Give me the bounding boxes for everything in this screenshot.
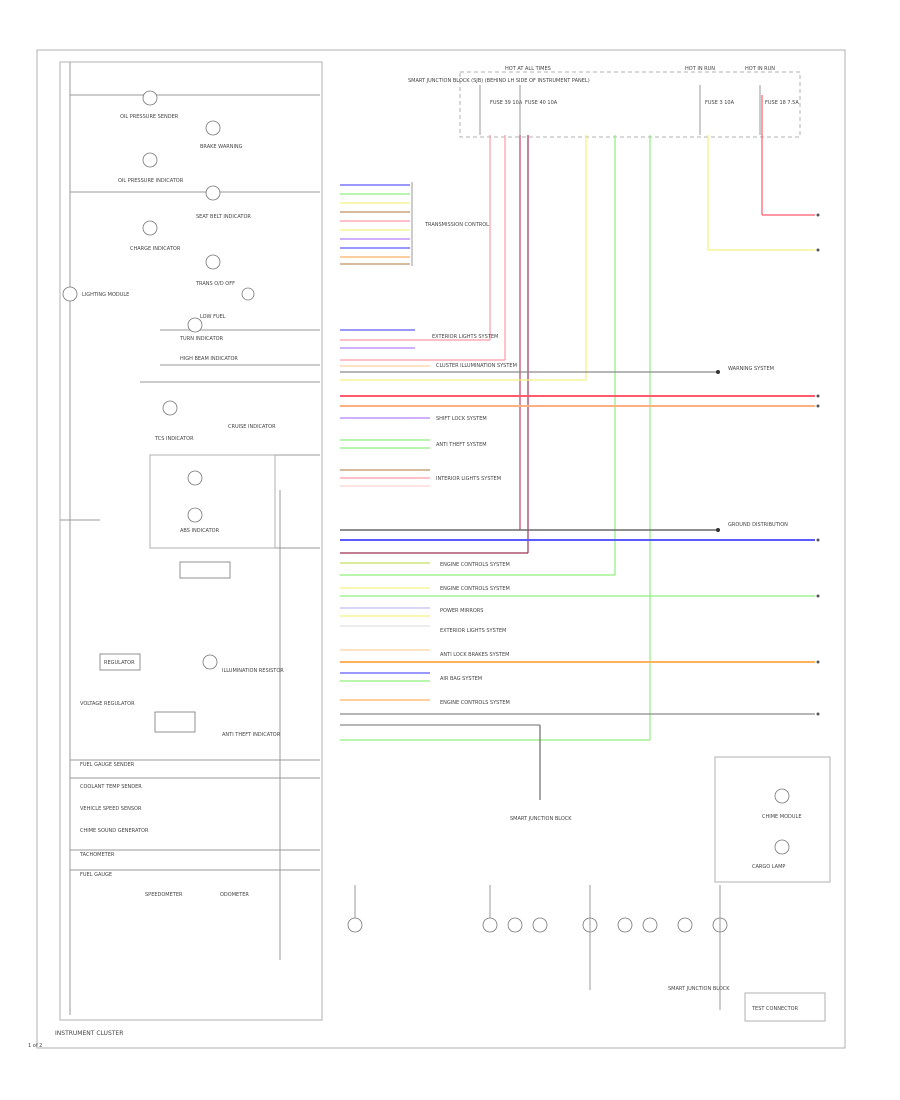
ground-dist-label: GROUND DISTRIBUTION [728, 522, 788, 528]
regulator-icon [99, 653, 141, 671]
transmission-system-label: TRANSMISSION CONTROL [424, 222, 489, 228]
chime-icon [179, 561, 231, 579]
test-connector-label: TEST CONNECTOR [751, 1006, 799, 1012]
odometer-label: ODOMETER [220, 892, 249, 898]
regulator-label: REGULATOR [104, 660, 135, 666]
exterior-lights-2-label: EXTERIOR LIGHTS SYSTEM [440, 628, 506, 634]
seat-belt-indicator-label: SEAT BELT INDICATOR [196, 214, 251, 220]
power-mirrors-label: POWER MIRRORS [440, 608, 483, 614]
chime-module-label: CHIME MODULE [762, 814, 802, 820]
anti-theft-label: ANTI THEFT INDICATOR [222, 732, 281, 738]
cruise-indicator-label: CRUISE INDICATOR [228, 424, 276, 430]
voltage-regulator-icon [154, 711, 196, 733]
abs-indicator-label: ABS INDICATOR [180, 528, 220, 534]
lighting-module-label: LIGHTING MODULE [82, 292, 129, 298]
exterior-lights-bundle: EXTERIOR LIGHTS SYSTEM CLUSTER ILLUMINAT… [340, 329, 774, 381]
seat-belt-indicator-icon [205, 185, 221, 201]
cluster-power-label: CLUSTER ILLUMINATION SYSTEM [436, 363, 517, 369]
interior-lights-label: INTERIOR LIGHTS SYSTEM [436, 476, 501, 482]
end-markers [816, 213, 820, 716]
hot-in-run-label-2: HOT IN RUN [745, 66, 775, 72]
engine-ctrl-2-label: ENGINE CONTROLS SYSTEM [440, 586, 510, 592]
middle-systems: ENGINE CONTROLS SYSTEM ENGINE CONTROLS S… [340, 562, 815, 822]
cluster-frame [59, 61, 323, 1021]
anti-lock-brakes-label: ANTI LOCK BRAKES SYSTEM [440, 652, 509, 658]
cargo-lamp-label: CARGO LAMP [752, 864, 785, 870]
fuse-d-label: FUSE 18 7.5A [765, 100, 799, 106]
transmission-bundle: TRANSMISSION CONTROL [340, 182, 489, 266]
chime-module-box: CHIME MODULE CARGO LAMP TEST CONNECTOR S… [668, 756, 831, 1022]
trans-overdrive-label: TRANS O/D OFF [195, 281, 235, 287]
page-code-label: 1 of 2 [28, 1043, 42, 1049]
shift-lock-label: SHIFT LOCK SYSTEM [436, 416, 487, 422]
oil-pressure-sender-label: OIL PRESSURE SENDER [120, 114, 179, 120]
cargo-lamp-icon [774, 839, 790, 855]
sound-generator-label: CHIME SOUND GENERATOR [80, 828, 149, 834]
low-fuel-icon [241, 287, 255, 301]
oil-pressure-indicator-icon [142, 152, 158, 168]
fuse-box-label: SMART JUNCTION BLOCK (SJB) (BEHIND LH SI… [408, 78, 590, 84]
tcs-indicator-label: TCS INDICATOR [154, 436, 194, 442]
lighting-module-icon [62, 286, 78, 302]
vertical-wires [489, 95, 815, 740]
high-beam-label: HIGH BEAM INDICATOR [180, 356, 238, 362]
low-fuel-label: LOW FUEL [200, 314, 226, 320]
fuse-b-label: FUSE 40 10A [525, 100, 558, 106]
cluster-labels: OIL PRESSURE SENDER BRAKE WARNING OIL PR… [79, 114, 284, 898]
smart-jb-2-label: SMART JUNCTION BLOCK [668, 986, 730, 992]
hot-in-run-label-1: HOT IN RUN [685, 66, 715, 72]
cruise-indicator-icon [187, 470, 203, 486]
warning-system-label: WARNING SYSTEM [728, 366, 774, 372]
coolant-temp-label: COOLANT TEMP SENDER [80, 784, 142, 790]
fuel-gauge-label: FUEL GAUGE [80, 872, 112, 878]
oil-pressure-sender-icon [142, 90, 158, 106]
bottom-grounds [347, 885, 728, 1010]
outer-frame [36, 49, 846, 1049]
anti-theft-sys-label: ANTI THEFT SYSTEM [436, 442, 487, 448]
hot-at-all-times-label: HOT AT ALL TIMES [505, 66, 551, 72]
voltage-regulator-label: VOLTAGE REGULATOR [80, 701, 135, 707]
cluster-symbols [62, 90, 276, 733]
fuse-c-label: FUSE 3 10A [705, 100, 735, 106]
cluster-footer-label: INSTRUMENT CLUSTER [55, 1030, 123, 1037]
fuse-box: SMART JUNCTION BLOCK (SJB) (BEHIND LH SI… [408, 66, 801, 138]
illumination-resistor-label: ILLUMINATION RESISTOR [222, 668, 284, 674]
fuel-gauge-sender-label: FUEL GAUGE SENDER [80, 762, 135, 768]
oil-pressure-indicator-label: OIL PRESSURE INDICATOR [118, 178, 184, 184]
vehicle-speed-label: VEHICLE SPEED SENSOR [80, 806, 142, 812]
fuse-a-label: FUSE 39 10A [490, 100, 523, 106]
brake-warning-label: BRAKE WARNING [200, 144, 243, 150]
charge-indicator-icon [142, 220, 158, 236]
chime-module-icon [774, 788, 790, 804]
exterior-lights-label: EXTERIOR LIGHTS SYSTEM [432, 334, 498, 340]
charge-indicator-label: CHARGE INDICATOR [130, 246, 181, 252]
illumination-resistor-icon [202, 654, 218, 670]
brake-warning-icon [205, 120, 221, 136]
abs-indicator-icon [187, 507, 203, 523]
bus-wires: SHIFT LOCK SYSTEM ANTI THEFT SYSTEM INTE… [340, 395, 815, 554]
engine-ctrl-1-label: ENGINE CONTROLS SYSTEM [440, 562, 510, 568]
turn-indicator-label: TURN INDICATOR [179, 336, 224, 342]
smart-jb-1-label: SMART JUNCTION BLOCK [510, 816, 572, 822]
turn-indicator-icon [187, 317, 203, 333]
trans-overdrive-icon [205, 254, 221, 270]
speedometer-label: SPEEDOMETER [145, 892, 183, 898]
air-bag-system-label: AIR BAG SYSTEM [440, 676, 482, 682]
tcs-indicator-icon [162, 400, 178, 416]
tachometer-label: TACHOMETER [79, 852, 115, 858]
engine-ctrl-3-label: ENGINE CONTROLS SYSTEM [440, 700, 510, 706]
